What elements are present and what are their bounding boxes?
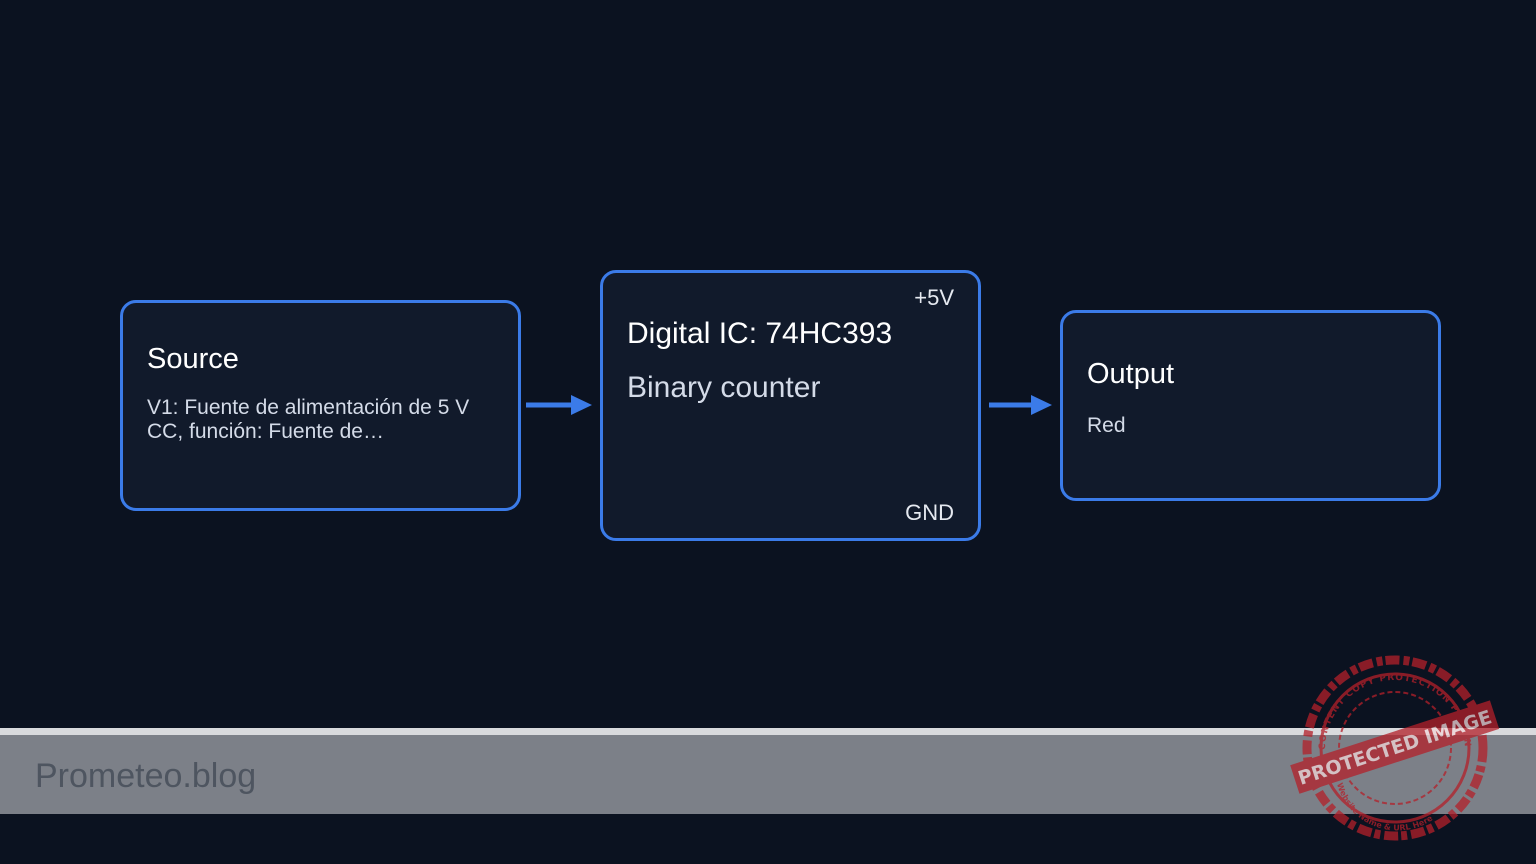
protected-stamp-icon: CONTENT COPY PROTECTION PLUGIN My Websit…: [1290, 655, 1500, 841]
block-output-title: Output: [1087, 358, 1175, 390]
pin-label-vcc: +5V: [914, 285, 954, 310]
block-ic-title: Digital IC: 74HC393: [627, 317, 893, 350]
footer-divider: [0, 728, 1536, 735]
block-source: Source V1: Fuente de alimentación de 5 V…: [120, 300, 521, 511]
edge-ic-to-output: [989, 395, 1052, 415]
block-output-description: Red: [1087, 414, 1126, 437]
edge-source-to-ic: [526, 395, 592, 415]
footer-site-name: Prometeo.blog: [35, 757, 257, 795]
footer-bar: Prometeo.blog: [0, 735, 1536, 814]
block-output: Output Red: [1060, 310, 1441, 501]
pin-label-gnd: GND: [905, 500, 954, 525]
block-ic-description: Binary counter: [627, 371, 821, 404]
block-source-title: Source: [147, 343, 239, 375]
block-source-description: V1: Fuente de alimentación de 5 V CC, fu…: [147, 396, 470, 443]
block-digital-ic: +5V Digital IC: 74HC393 Binary counter G…: [600, 270, 981, 541]
